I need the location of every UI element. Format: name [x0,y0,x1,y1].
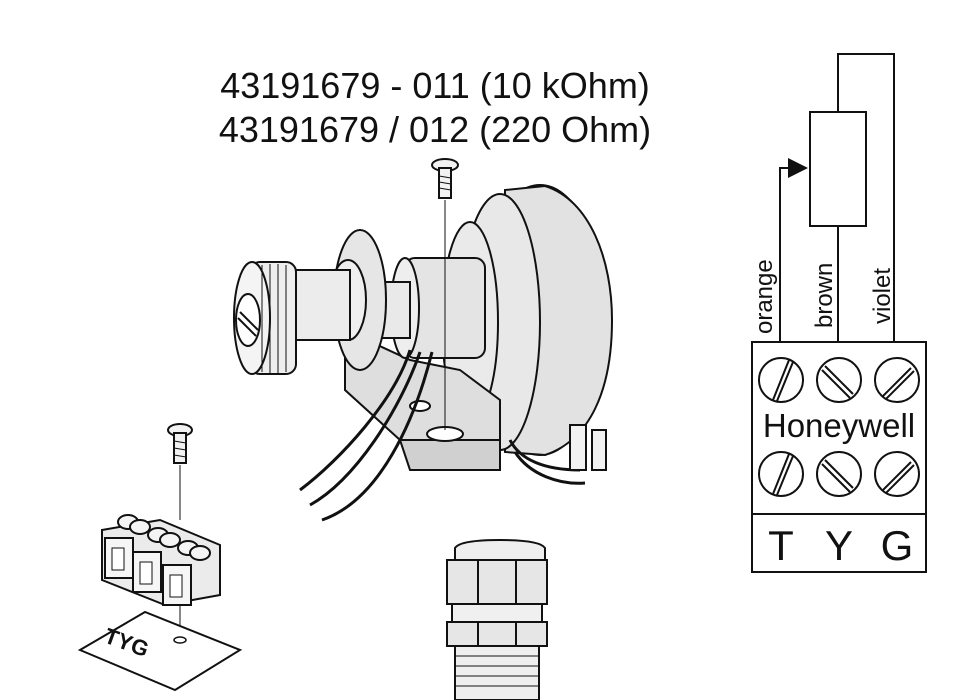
orange-wire [779,158,808,342]
wire-label-orange: orange [751,259,778,334]
adjust-knob [233,261,297,375]
wire-label-violet: violet [869,268,896,324]
wire-label-brown: brown [811,263,838,328]
terminal-letter-y: Y [825,522,853,569]
potentiometer-assembly [233,184,614,522]
wiring-schematic [751,53,927,573]
terminal-block [101,514,221,607]
screw-terminals-bottom [758,451,920,497]
violet-wire [837,53,895,342]
resistor-symbol [809,111,867,227]
screw-terminals-top [758,357,920,403]
tyg-plate: TYG [77,610,243,692]
terminal-letter-t: T [768,522,794,569]
pot-solder-lugs [569,424,607,471]
cable-gland [446,538,548,700]
part-number-011: 43191679 - 011 (10 kOhm) [220,65,650,106]
terminal-letter-g: G [881,522,914,569]
terminal-block-screw [167,423,193,635]
brand-label: Honeywell [763,407,915,444]
part-number-012: 43191679 / 012 (220 Ohm) [218,109,652,150]
top-screw [431,158,459,430]
